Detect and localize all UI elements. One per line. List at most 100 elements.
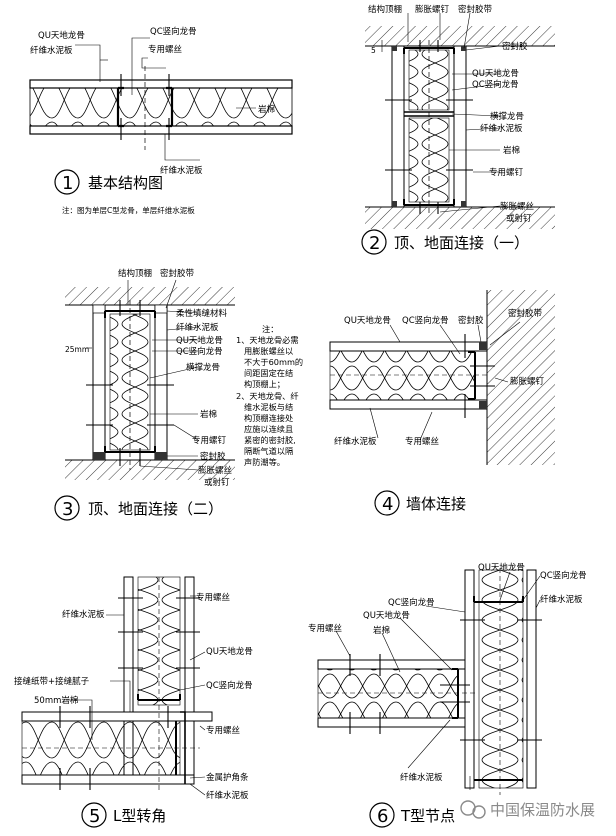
panel-title: T型节点 [400, 807, 455, 825]
label-screw-bottom: 专用螺丝 [206, 725, 241, 736]
label-seal-tape: 密封胶带 [508, 308, 543, 319]
label-flex-fill: 柔性填缝材料 [176, 308, 228, 319]
label-ceiling: 结构顶棚 [118, 268, 152, 279]
floor-slab [365, 207, 555, 229]
rock-wool-fill [29, 87, 293, 127]
label-seal-tape: 密封胶带 [458, 4, 493, 15]
label-sealant: 密封胶 [502, 41, 528, 52]
label-qu-track: QU天地龙骨 [176, 335, 223, 346]
label-qu-track: QU天地龙骨 [344, 315, 391, 326]
panel-number-circle [54, 169, 80, 195]
svg-text:紧密的密封胶,: 紧密的密封胶, [244, 435, 296, 445]
label-rock-wool: 岩棉 [258, 104, 275, 115]
panel-number: 5 [89, 806, 100, 827]
fiber-board-top-layer [29, 79, 293, 89]
panel-number: 1 [62, 173, 73, 194]
label-qu-track-mid: QU天地龙骨 [363, 610, 410, 621]
label-qc-stud-top: QC竖向龙骨 [540, 570, 587, 581]
label-qc-stud: QC竖向龙骨 [402, 315, 449, 326]
notes: 注： 1、天地龙骨必需 用膨胀螺丝以 不大于60mm的 间距固定在结 构顶棚上；… [236, 324, 303, 467]
fiber-board-bottom-layer [29, 125, 293, 135]
panel-title: 基本结构图 [88, 174, 163, 192]
panel-title: L型转角 [113, 807, 166, 825]
panel-number: 2 [369, 233, 380, 254]
panel-number: 3 [62, 499, 73, 520]
label-screw-top: 专用螺丝 [196, 592, 231, 603]
corner-bead [180, 711, 186, 784]
label-qc-stud: QC竖向龙骨 [176, 346, 223, 357]
label-rock-wool: 50mm岩棉 [34, 695, 78, 706]
label-fiber-board: 纤维水泥板 [480, 123, 523, 134]
watermark: 中国保温防水展 [460, 800, 595, 819]
watermark-text: 中国保温防水展 [490, 801, 595, 819]
label-seal-tape: 密封胶带 [160, 268, 195, 279]
label-qc-stud: QC竖向龙骨 [150, 26, 197, 37]
rock-wool [317, 668, 459, 719]
label-exp-screw: 膨胀螺钉 [415, 4, 450, 15]
ceiling-slab [65, 287, 235, 305]
svg-text:注：: 注： [262, 324, 278, 334]
board-right [453, 45, 467, 208]
svg-text:维水泥板与结: 维水泥板与结 [244, 402, 293, 412]
label-fiber-board-bottom: 纤维水泥板 [160, 165, 203, 176]
svg-text:构顶棚连接处: 构顶棚连接处 [244, 413, 293, 423]
label-qu-track: QU天地龙骨 [38, 30, 85, 41]
label-brace: 横撑龙骨 [186, 362, 220, 373]
label-rock-wool: 岩棉 [200, 409, 217, 420]
svg-text:隔断气道以隔: 隔断气道以隔 [244, 446, 293, 456]
screws [120, 74, 170, 140]
label-fiber-board-bottom: 纤维水泥板 [206, 790, 249, 801]
svg-text:间距固定在结: 间距固定在结 [244, 368, 293, 378]
label-qc-stud: QC竖向龙骨 [206, 680, 253, 691]
label-fiber-board-bottom: 纤维水泥板 [400, 772, 443, 783]
label-exp-bolt-2: 或射钉 [506, 213, 532, 224]
label-screw: 专用螺丝 [308, 623, 343, 634]
label-qu-track: QU天地龙骨 [472, 68, 519, 79]
panel-5-l-corner: 专用螺丝 纤维水泥板 QU天地龙骨 QC竖向龙骨 接缝纸带+接缝腻子 50mm岩… [14, 576, 253, 828]
label-qc-stud-mid: QC竖向龙骨 [388, 597, 435, 608]
label-qu-track: QU天地龙骨 [206, 646, 253, 657]
label-screw: 专用螺丝 [405, 436, 440, 447]
svg-text:不大于60mm的: 不大于60mm的 [244, 357, 303, 367]
label-fiber-board: 纤维水泥板 [334, 436, 377, 447]
svg-text:用膨胀螺丝以: 用膨胀螺丝以 [244, 346, 293, 356]
svg-text:1、天地龙骨必需: 1、天地龙骨必需 [236, 335, 299, 345]
rock-wool [21, 720, 181, 776]
label-fiber-board-top: 纤维水泥板 [540, 594, 583, 605]
label-screw: 专用螺钉 [192, 435, 227, 446]
ceiling-slab [365, 26, 555, 46]
panel-number: 6 [377, 806, 388, 827]
label-brace: 横撑龙骨 [490, 111, 524, 122]
label-dim: 5 [371, 46, 376, 55]
panel-6-t-junction: QU天地龙骨 QC竖向龙骨 纤维水泥板 QC竖向龙骨 QU天地龙骨 岩棉 专用螺… [308, 562, 587, 828]
label-exp-bolt-1: 膨胀螺丝 [198, 465, 233, 476]
panel-number: 4 [382, 494, 393, 515]
panel-title: 顶、地面连接（一） [394, 234, 529, 252]
label-qc-stud: QC竖向龙骨 [472, 79, 519, 90]
label-qu-track-top: QU天地龙骨 [478, 562, 525, 573]
label-joint-tape: 接缝纸带+接缝腻子 [14, 676, 90, 687]
panel-3-top-bottom-connection-2: 结构顶棚 密封胶带 柔性填缝材料 纤维水泥板 QU天地龙骨 QC竖向龙骨 25m… [54, 268, 303, 521]
label-exp-screw: 膨胀螺钉 [510, 376, 545, 387]
structural-wall [487, 290, 555, 465]
panel-1-basic-structure: QU天地龙骨 纤维水泥板 QC竖向龙骨 专用螺丝 岩棉 纤维水泥板 1 基本结构… [29, 26, 293, 215]
svg-text:构顶棚上；: 构顶棚上； [244, 379, 285, 389]
label-screw: 专用螺丝 [148, 44, 183, 55]
svg-text:声防潮等。: 声防潮等。 [244, 457, 285, 467]
panel-title: 顶、地面连接（二） [88, 500, 223, 518]
label-ceiling: 结构顶棚 [368, 4, 402, 15]
floor-slab [65, 460, 235, 480]
rock-wool [329, 350, 476, 401]
panel-note: 注：图为单层C型龙骨，单层纤维水泥板 [62, 205, 195, 215]
label-rock-wool: 岩棉 [503, 145, 520, 156]
label-screw: 专用螺钉 [489, 167, 524, 178]
board-left [391, 45, 405, 208]
label-fiber-board-top: 纤维水泥板 [62, 609, 105, 620]
svg-text:2、天地龙骨、纤: 2、天地龙骨、纤 [236, 391, 299, 401]
panel-title: 墙体连接 [406, 495, 466, 513]
label-fiber-board: 纤维水泥板 [176, 322, 219, 333]
panel-2-top-bottom-connection-1: 结构顶棚 膨胀螺钉 密封胶带 5 密封胶 QU天地龙骨 QC竖向龙骨 横撑龙骨 … [361, 4, 555, 255]
label-dim: 25mm [65, 345, 89, 354]
label-sealant: 密封胶 [458, 315, 484, 326]
